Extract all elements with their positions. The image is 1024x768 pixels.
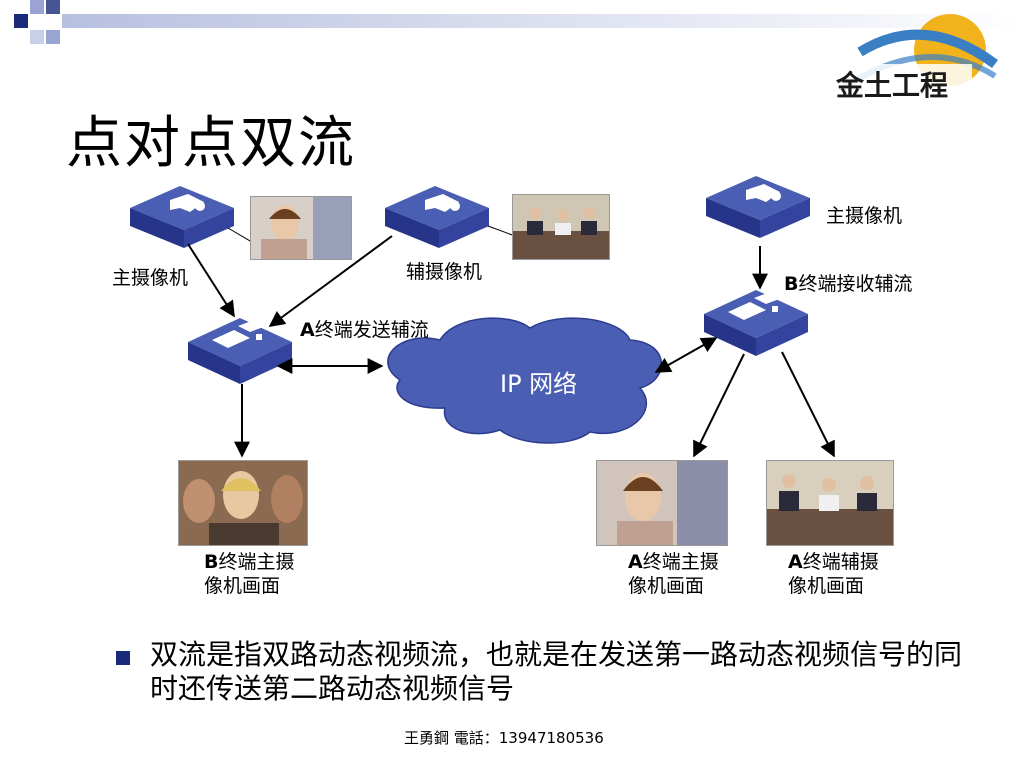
- photo-a-main-screen: [596, 460, 728, 546]
- photo-placeholder-icon: [597, 461, 727, 545]
- label-text: 终端接收辅流: [798, 273, 913, 295]
- bullet-square-icon: [116, 651, 130, 665]
- company-logo: 金土工程: [830, 12, 1000, 102]
- cloud-label: IP 网络: [500, 370, 578, 398]
- footer-contact: 王勇鋼 電話：13947180536: [404, 729, 604, 747]
- camera-device-icon: [385, 186, 489, 248]
- label-b-recv-aux: B终端接收辅流: [784, 272, 922, 308]
- bullet-text: 双流是指双路动态视频流，也就是在发送第一路动态视频信号的同时还传送第二路动态视频…: [150, 638, 963, 705]
- label-a-aux-camera: 辅摄像机: [406, 261, 483, 283]
- label-a-aux-screen: A终端辅摄像机画面: [788, 550, 884, 598]
- terminal-device-icon: [188, 318, 292, 384]
- photo-placeholder-icon: [179, 461, 307, 545]
- corner-decoration: [14, 0, 1024, 44]
- photo-placeholder-icon: [251, 197, 351, 259]
- label-a-main-screen: A终端主摄像机画面: [628, 550, 724, 598]
- label-letter: B: [204, 551, 219, 573]
- label-b-main-screen: B终端主摄像机画面: [204, 550, 300, 598]
- photo-b-main-screen: [178, 460, 308, 546]
- photo-a-aux-camera: [512, 194, 610, 260]
- label-text: 终端辅摄像机画面: [788, 551, 879, 597]
- label-letter: B: [784, 273, 799, 295]
- photo-a-aux-screen: [766, 460, 894, 546]
- photo-placeholder-icon: [513, 195, 609, 259]
- label-letter: A: [628, 551, 643, 573]
- label-text: 终端主摄像机画面: [204, 551, 295, 597]
- camera-device-icon: [706, 176, 810, 238]
- label-a-main-camera: 主摄像机: [112, 267, 189, 289]
- page-title: 点对点双流: [66, 111, 356, 176]
- camera-device-icon: [130, 186, 234, 248]
- label-text: 终端主摄像机画面: [628, 551, 719, 597]
- logo-text: 金土工程: [836, 69, 949, 102]
- terminal-device-icon: [704, 290, 808, 356]
- label-b-main-camera: 主摄像机: [826, 205, 903, 227]
- photo-a-main-camera: [250, 196, 352, 260]
- photo-placeholder-icon: [767, 461, 893, 545]
- label-letter: A: [788, 551, 803, 573]
- label-letter: A: [300, 319, 315, 341]
- label-text: 终端发送辅流: [314, 319, 429, 341]
- cloud-icon: [387, 317, 663, 444]
- label-a-send-aux: A终端发送辅流: [300, 318, 430, 342]
